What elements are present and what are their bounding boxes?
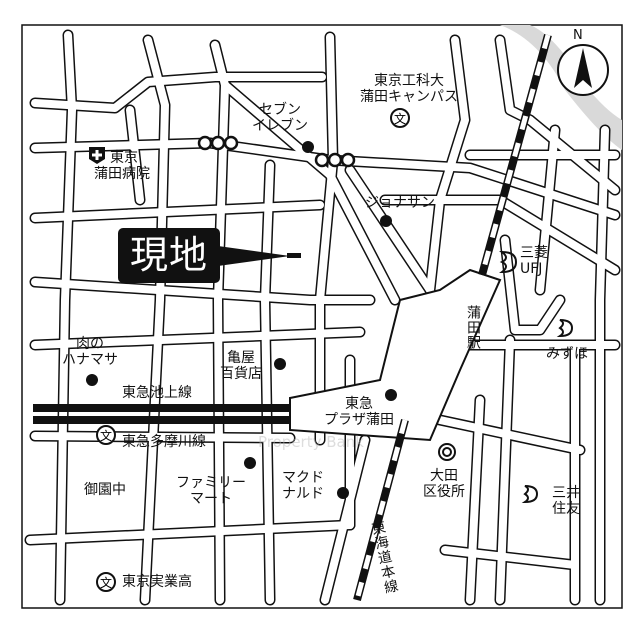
hospital-icon — [89, 147, 105, 164]
svg-text:文: 文 — [100, 428, 112, 443]
hanamasa-marker — [86, 374, 98, 386]
bank-icon-ufj — [499, 250, 518, 274]
ward-office-label: 大田区役所 — [423, 468, 465, 500]
location-pointer — [218, 246, 290, 266]
tokyu-tamagawa-track — [33, 416, 290, 424]
seven-eleven-marker — [302, 141, 314, 153]
misono-jhs-label: 御園中 — [84, 482, 126, 498]
jonathan-label: ジョナサン — [365, 195, 435, 211]
north-compass-icon — [557, 44, 609, 96]
school-icon: 文 — [390, 108, 410, 128]
mcdonalds-marker — [337, 487, 349, 499]
kameya-label: 亀屋百貨店 — [220, 350, 262, 382]
mizuho-label: みずほ — [546, 346, 588, 362]
school-icon: 文 — [96, 572, 116, 592]
familymart-label: ファミリーマート — [176, 475, 246, 507]
mcdonalds-label: マクドナルド — [282, 470, 324, 502]
svg-text:文: 文 — [100, 575, 112, 590]
watermark: Property Bank — [258, 433, 364, 451]
jonathan-marker — [380, 215, 392, 227]
tokyu-ikegami-track — [33, 404, 290, 412]
traffic-signal-1 — [197, 135, 239, 151]
compass-label: N — [573, 28, 583, 43]
location-marker — [287, 253, 301, 258]
hanamasa-label: 肉のハナマサ — [62, 336, 118, 368]
river — [500, 25, 622, 150]
tokyo-jitsugyo-hs-label: 東京実業高 — [122, 574, 192, 590]
tokyu-plaza-marker — [385, 389, 397, 401]
jr-line-dashes — [479, 34, 551, 276]
bank-icon-mizuho — [556, 319, 574, 338]
school-icon: 文 — [96, 425, 116, 445]
ikegami-line-label: 東急池上線 — [122, 385, 192, 401]
kameya-marker — [274, 358, 286, 370]
smbc-label: 三井住友 — [552, 485, 580, 517]
tamagawa-line-label: 東急多摩川線 — [122, 434, 206, 450]
tokyu-plaza-label: 東急プラザ蒲田 — [324, 396, 394, 428]
ward-office-icon — [438, 443, 456, 461]
bank-icon-smbc — [521, 485, 539, 504]
university-label: 東京工科大蒲田キャンパス — [360, 73, 458, 105]
hospital-label: 東京蒲田病院 — [94, 150, 150, 182]
kamata-station-label: 蒲田駅 — [465, 305, 481, 350]
tokaido-line-dashes — [354, 419, 408, 601]
svg-text:文: 文 — [394, 111, 406, 126]
familymart-marker — [244, 457, 256, 469]
traffic-signal-2 — [314, 152, 356, 168]
seven-eleven-label: セブンイレブン — [252, 102, 308, 134]
current-location-label: 現地 — [118, 228, 220, 283]
